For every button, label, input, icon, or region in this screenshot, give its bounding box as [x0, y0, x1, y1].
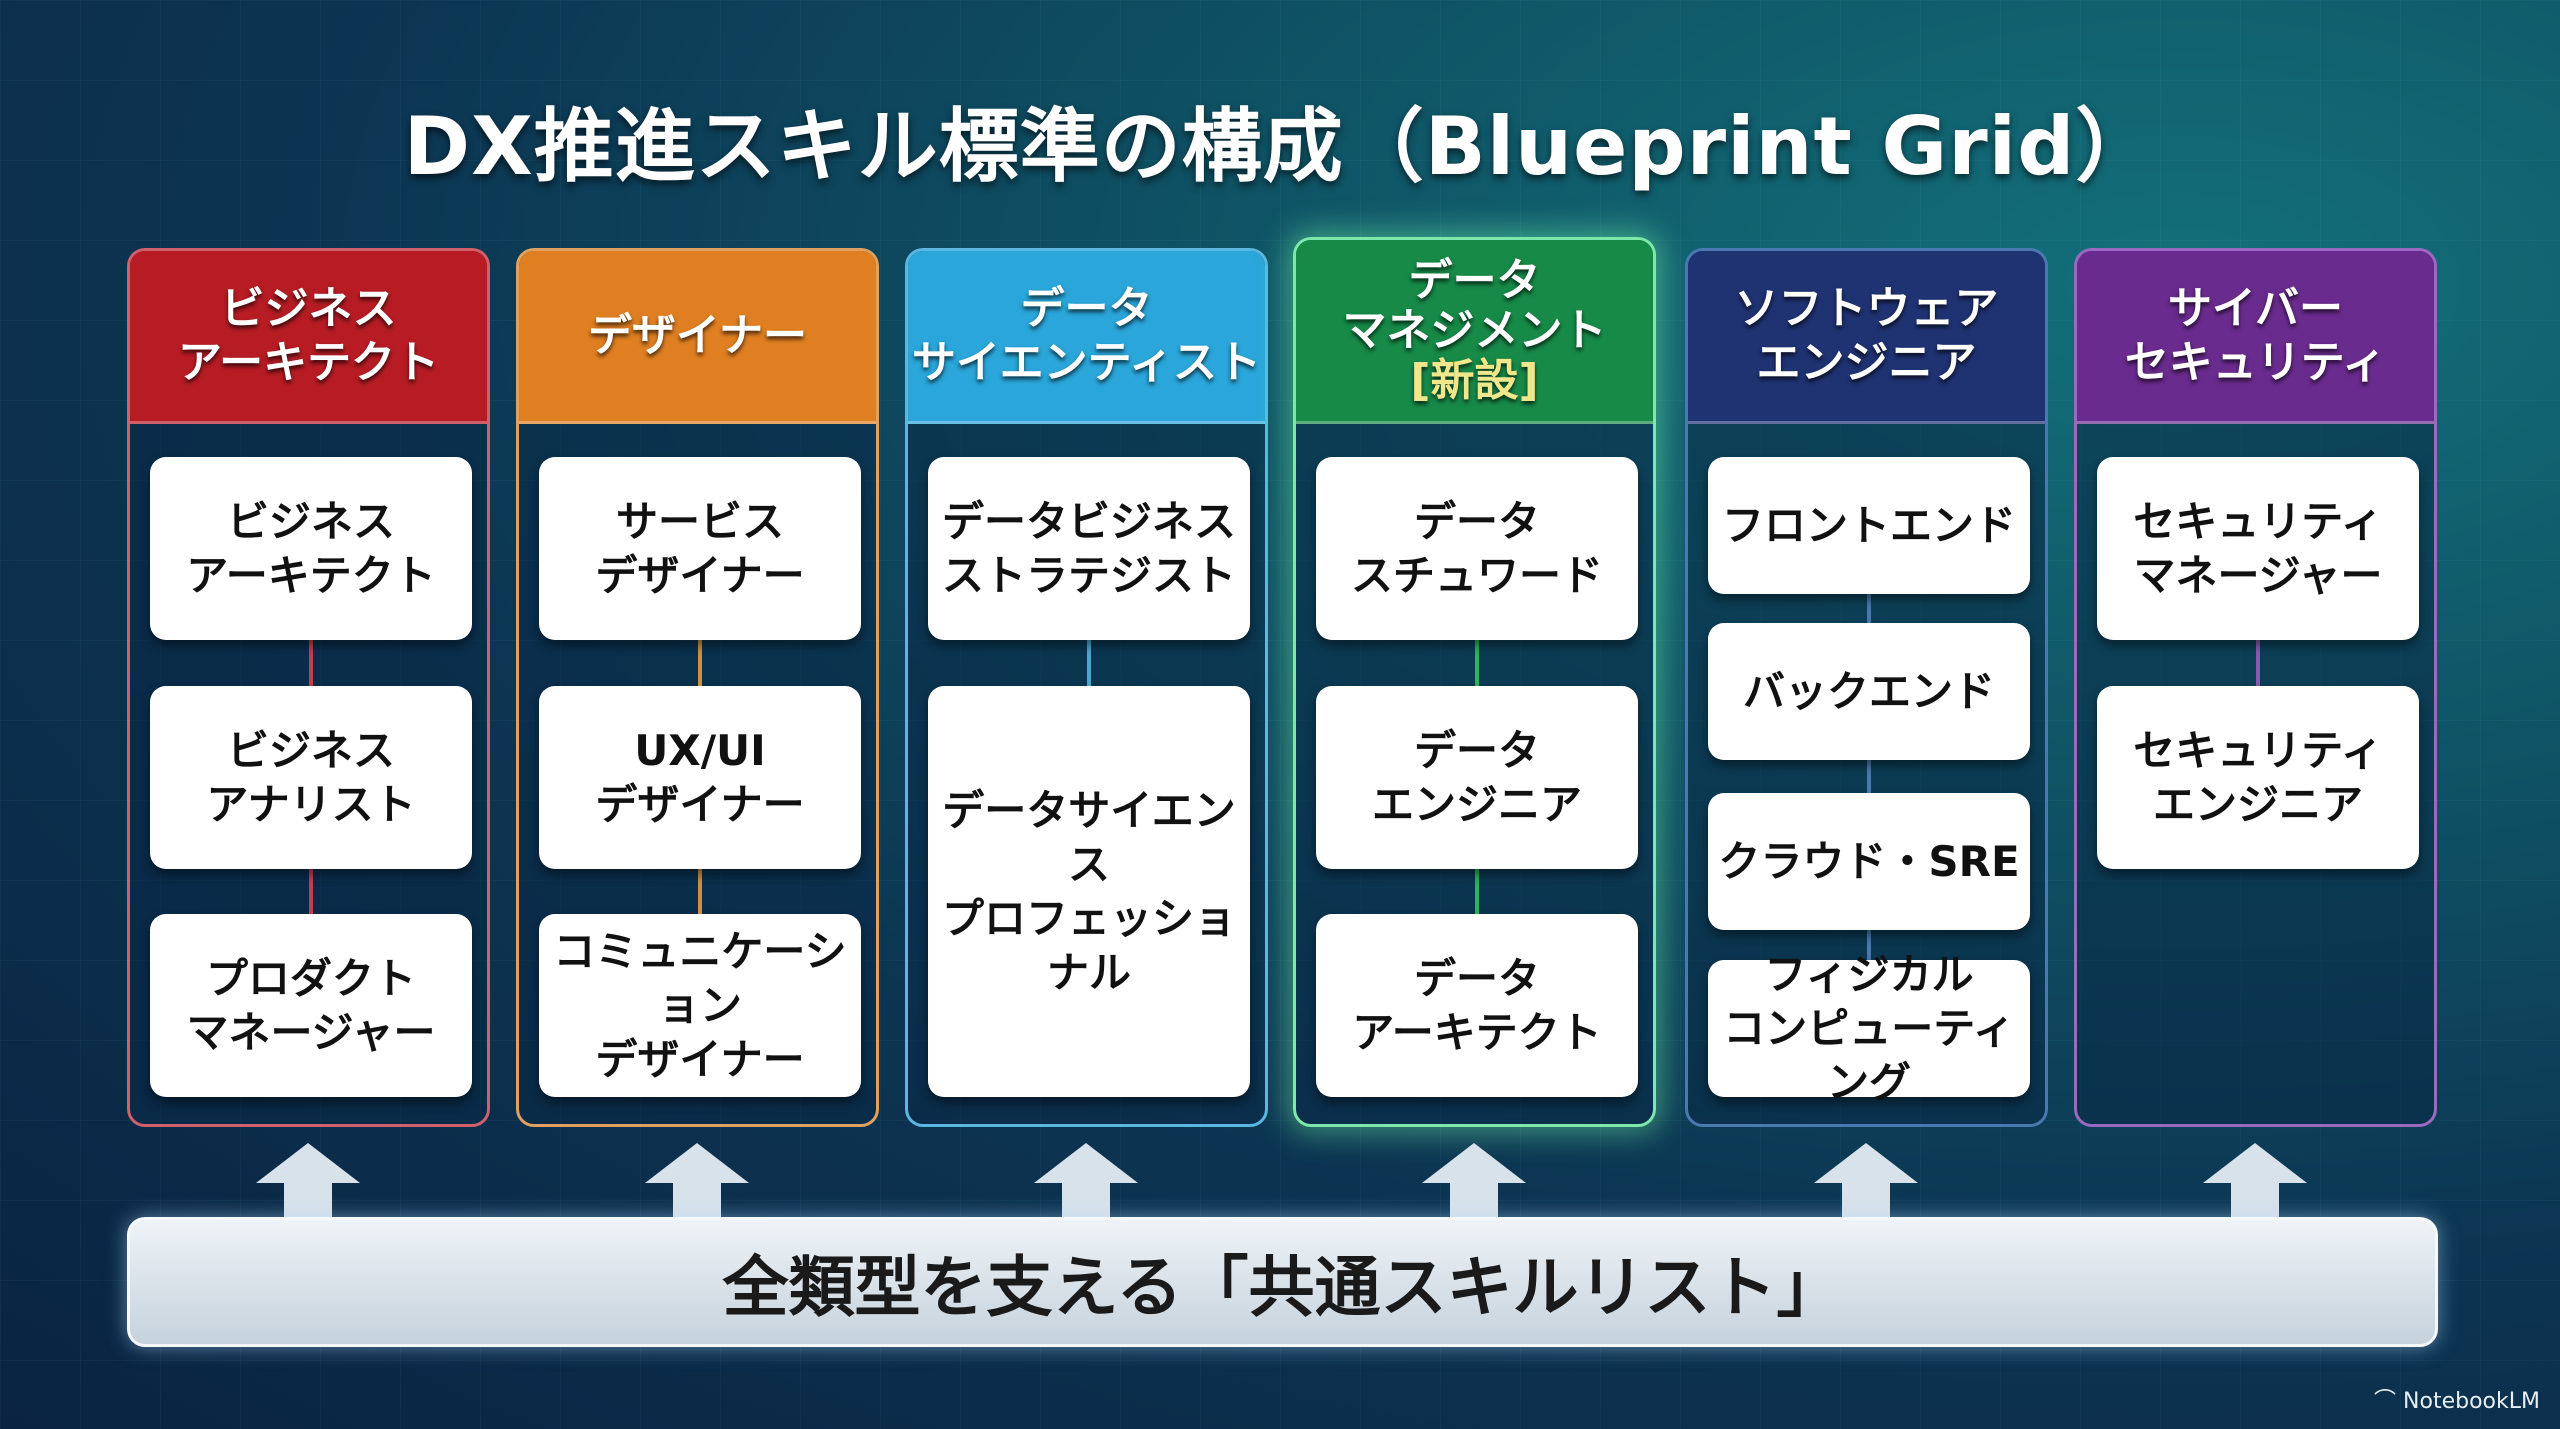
column-header-line: ソフトウェア	[1734, 283, 1999, 334]
role-card: ビジネス アーキテクト	[150, 457, 472, 640]
connector-line	[1087, 640, 1091, 686]
role-column: ソフトウェアエンジニアフロントエンドバックエンドクラウド・SRE フィジカル コン…	[1685, 248, 2048, 1127]
role-column: ビジネスアーキテクトビジネス アーキテクトビジネス アナリストプロダクト マネー…	[127, 248, 490, 1127]
role-card: フィジカル コンピューティング	[1708, 950, 2030, 1107]
connector-line	[309, 640, 313, 686]
role-card: セキュリティ マネージャー	[2097, 457, 2419, 640]
role-column: データマネジメント[新設] データ スチュワードデータ エンジニアデータ アーキテ…	[1293, 237, 1656, 1127]
arrow-stem	[1450, 1182, 1498, 1222]
column-header-line: アーキテクト	[177, 337, 440, 388]
logo-text: NotebookLM	[2403, 1389, 2540, 1414]
role-card: フロントエンド	[1708, 457, 2030, 594]
notebooklm-icon: ⌒	[2374, 1389, 2404, 1414]
role-card: サービス デザイナー	[539, 457, 861, 640]
arrow-stem	[673, 1182, 721, 1222]
connector-line	[1475, 869, 1479, 914]
column-header-line: デザイナー	[587, 310, 808, 361]
role-card: データ アーキテクト	[1316, 914, 1638, 1097]
role-column: サイバーセキュリティセキュリティ マネージャーセキュリティ エンジニア	[2074, 248, 2437, 1127]
arrow-head	[2203, 1143, 2307, 1183]
role-card: コミュニケーション デザイナー	[539, 914, 861, 1097]
column-header-line: マネジメント	[1342, 304, 1607, 356]
connector-line	[1867, 930, 1871, 960]
common-skill-list-bar: 全類型を支える「共通スキルリスト」	[127, 1217, 2438, 1347]
role-card: データ エンジニア	[1316, 686, 1638, 869]
column-header-line: データ	[1020, 283, 1153, 334]
column-header-line: サイエンティスト	[912, 337, 1261, 388]
page-title: DX推進スキル標準の構成（Blueprint Grid）	[403, 100, 2157, 193]
role-card: クラウド・SRE	[1708, 793, 2030, 930]
new-badge: [新設]	[1410, 354, 1539, 406]
role-card: UX/UI デザイナー	[539, 686, 861, 869]
connector-line	[698, 869, 702, 914]
role-card: バックエンド	[1708, 623, 2030, 760]
column-header: デザイナー	[519, 251, 876, 424]
arrow-head	[645, 1143, 749, 1183]
role-column: データサイエンティストデータビジネス ストラテジストデータサイエンス プロフェッ…	[905, 248, 1268, 1127]
connector-line	[1475, 640, 1479, 686]
arrow-stem	[1062, 1182, 1110, 1222]
arrow-head	[1034, 1143, 1138, 1183]
column-header: データマネジメント[新設]	[1296, 240, 1653, 424]
role-card: セキュリティ エンジニア	[2097, 686, 2419, 869]
arrow-stem	[284, 1182, 332, 1222]
role-card: データ スチュワード	[1316, 457, 1638, 640]
connector-line	[2256, 640, 2260, 686]
column-header-line: データ	[1408, 254, 1541, 306]
connector-line	[1867, 594, 1871, 623]
arrow-head	[256, 1143, 360, 1183]
role-card: ビジネス アナリスト	[150, 686, 472, 869]
column-header-line: ビジネス	[220, 283, 397, 334]
role-card: データビジネス ストラテジスト	[928, 457, 1250, 640]
connector-line	[309, 869, 313, 914]
column-header-line: セキュリティ	[2124, 337, 2387, 388]
role-card: データサイエンス プロフェッショナル	[928, 686, 1250, 1097]
column-header: ビジネスアーキテクト	[130, 251, 487, 424]
column-header-line: エンジニア	[1756, 337, 1977, 388]
column-header-line: サイバー	[2167, 283, 2344, 334]
notebooklm-logo: ⌒ NotebookLM	[2374, 1383, 2540, 1415]
arrow-stem	[1842, 1182, 1890, 1222]
column-header: データサイエンティスト	[908, 251, 1265, 424]
arrow-head	[1814, 1143, 1918, 1183]
arrow-stem	[2231, 1182, 2279, 1222]
column-header: サイバーセキュリティ	[2077, 251, 2434, 424]
connector-line	[1867, 760, 1871, 793]
arrow-head	[1422, 1143, 1526, 1183]
role-column: デザイナーサービス デザイナー UX/UI デザイナーコミュニケーション デザイナ…	[516, 248, 879, 1127]
connector-line	[698, 640, 702, 686]
column-header: ソフトウェアエンジニア	[1688, 251, 2045, 424]
role-card: プロダクト マネージャー	[150, 914, 472, 1097]
